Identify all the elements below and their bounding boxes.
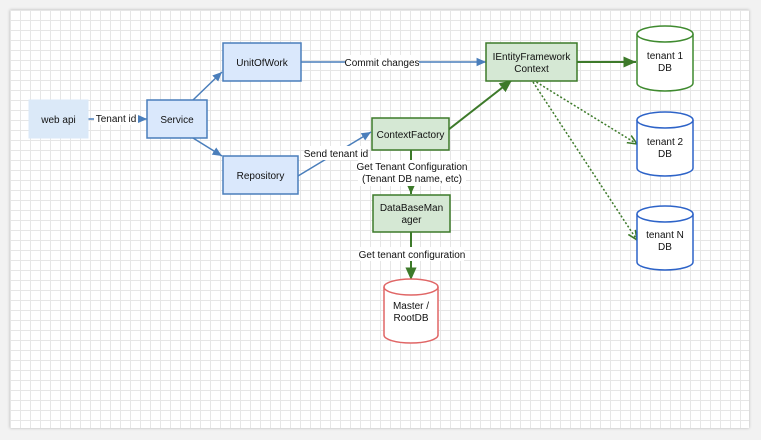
node-tenant1-db[interactable]: tenant 1 DB xyxy=(636,25,694,92)
node-service-label: Service xyxy=(160,115,194,126)
edge-label-commit-changes: Commit changes xyxy=(344,58,419,69)
node-tenantN-db-label-2: DB xyxy=(658,242,672,253)
node-tenant2-db[interactable]: tenant 2 DB xyxy=(636,111,694,177)
node-database-manager-label-1: DataBaseMan xyxy=(380,203,443,214)
node-repository[interactable]: Repository xyxy=(222,155,299,195)
edge-label-get-tenant-configuration-line1: Get Tenant Configuration xyxy=(356,162,467,173)
node-master-root-db[interactable]: Master / RootDB xyxy=(383,278,439,344)
node-master-root-db-label-1: Master / xyxy=(393,301,429,312)
node-repository-label: Repository xyxy=(237,171,285,182)
node-database-manager-label-2: ager xyxy=(401,215,422,226)
edge-contextfactory-context xyxy=(447,79,513,131)
edge-labels: Tenant id Commit changes Send tenant id … xyxy=(94,55,468,261)
node-web-api[interactable]: web api xyxy=(28,99,89,139)
node-tenant2-db-label-1: tenant 2 xyxy=(647,137,684,148)
node-tenant2-db-label-2: DB xyxy=(658,149,672,160)
edge-service-unitofwork xyxy=(192,71,223,101)
node-tenantN-db[interactable]: tenant N DB xyxy=(636,205,694,271)
edges xyxy=(88,56,637,280)
node-web-api-label: web api xyxy=(40,115,75,126)
node-service[interactable]: Service xyxy=(146,99,208,139)
node-tenant1-db-label-1: tenant 1 xyxy=(647,51,684,62)
node-unit-of-work-label: UnitOfWork xyxy=(236,58,288,69)
node-tenant1-db-label-2: DB xyxy=(658,63,672,74)
node-ientity-framework-context[interactable]: IEntityFramework Context xyxy=(485,42,578,82)
node-ientity-framework-context-label-2: Context xyxy=(514,64,549,75)
edge-label-get-tenant-configuration-lower: Get tenant configuration xyxy=(359,250,466,261)
node-master-root-db-label-2: RootDB xyxy=(393,313,428,324)
edge-service-repository xyxy=(192,137,223,157)
edge-context-tenant2 xyxy=(532,79,637,144)
node-ientity-framework-context-label-1: IEntityFramework xyxy=(493,52,572,63)
node-context-factory[interactable]: ContextFactory xyxy=(371,117,450,151)
edge-context-tenantN xyxy=(532,81,637,240)
node-context-factory-label: ContextFactory xyxy=(377,130,445,141)
node-tenantN-db-label-1: tenant N xyxy=(646,230,684,241)
edge-label-tenant-id: Tenant id xyxy=(96,114,137,125)
edge-label-send-tenant-id: Send tenant id xyxy=(304,149,369,160)
node-unit-of-work[interactable]: UnitOfWork xyxy=(222,42,302,82)
edge-label-get-tenant-configuration-line2: (Tenant DB name, etc) xyxy=(362,174,462,185)
node-database-manager[interactable]: DataBaseMan ager xyxy=(372,194,451,233)
